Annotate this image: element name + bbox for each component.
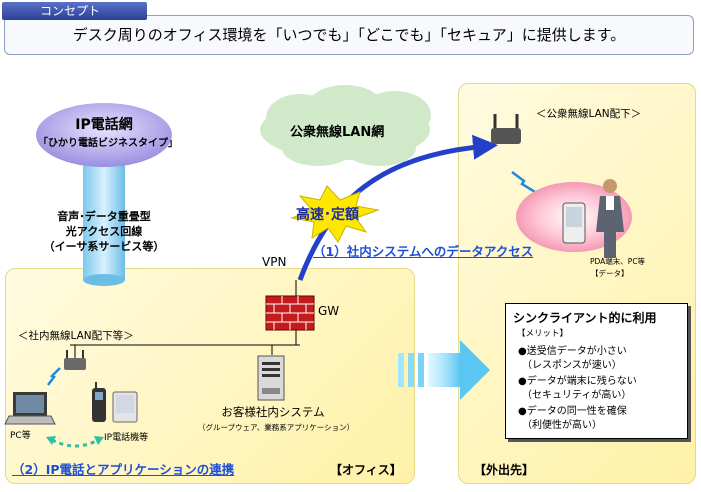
pc-phone-arrow-right [94, 436, 104, 445]
office-panel [5, 268, 415, 484]
pda-icon [112, 391, 138, 423]
system-sub-label: （グループウェア、業務系アプリケーション） [198, 423, 355, 432]
burst-shape [290, 185, 380, 243]
access-line-3: （イーサ系サービス等） [43, 240, 165, 253]
pc-phone-arrow-left [46, 436, 56, 445]
ip-phone-label: IP電話機等 [104, 433, 149, 443]
app-link[interactable]: （2）IP電話とアプリケーションの連携 [12, 462, 235, 477]
pc-phone-link [51, 438, 99, 448]
server-icon [257, 355, 285, 401]
office-wlan-ap-icon [64, 350, 86, 370]
access-line-1: 音声･データ重畳型 [57, 210, 151, 223]
system-label: お客様社内システム [221, 405, 325, 419]
outside-pda-icon [562, 202, 586, 244]
data-access-link[interactable]: （1）社内システムへのデータアクセス [313, 244, 534, 259]
merit-item: （レスポンスが速い） [522, 360, 622, 371]
firewall-icon [265, 295, 315, 331]
arrow-to-public-ap [297, 134, 498, 281]
mobile-phone-icon [92, 382, 106, 422]
burst-label: 高速･定額 [296, 207, 359, 223]
vpn-label: VPN [262, 255, 287, 269]
office-signal-icon [47, 367, 61, 386]
thin-client-box [505, 303, 688, 439]
access-line-cylinder [83, 160, 125, 286]
headline-text: デスク周りのオフィス環境を「いつでも」「どこでも」「セキュア」に提供します。 [72, 26, 626, 44]
merit-item: （セキュリティが高い） [522, 390, 632, 401]
merit-item: ●データの同一性を確保 [518, 406, 627, 417]
ip-network-ellipse [36, 103, 172, 167]
access-line-2: 光アクセス回線 [65, 225, 143, 238]
outside-panel-label: 【外出先】 [474, 463, 535, 477]
merit-item: （利便性が高い） [522, 420, 602, 431]
outside-signal-icon [511, 171, 536, 194]
gw-label: GW [318, 304, 340, 318]
merit-heading: 【メリット】 [517, 329, 569, 339]
office-panel-label: 【オフィス】 [330, 463, 402, 477]
ip-network-title: IP電話網 [75, 117, 133, 133]
merit-item: ●送受信データが小さい [518, 346, 627, 357]
merit-item: ●データが端末に残らない [518, 376, 637, 387]
thin-client-title: シンクライアント的に利用 [513, 311, 657, 325]
concept-tab: コンセプト [2, 2, 147, 20]
outside-wlan-label: ＜公衆無線LAN配下＞ [536, 108, 642, 120]
headline-box [4, 15, 694, 55]
ip-network-subtitle: 「ひかり電話ビジネスタイプ」 [38, 138, 178, 149]
pc-label: PC等 [10, 431, 31, 441]
device-label-2: 【データ】 [591, 269, 629, 278]
device-label-1: PDA端末、PC等 [590, 257, 646, 266]
public-wlan-ap-icon [491, 114, 521, 144]
person-icon [596, 179, 624, 258]
laptop-icon [4, 392, 56, 425]
public-wlan-label: 公衆無線LAN網 [290, 125, 385, 140]
public-wlan-cloud [260, 85, 431, 166]
office-to-outside-arrow [398, 340, 490, 400]
office-wlan-label: ＜社内無線LAN配下等＞ [18, 330, 134, 342]
